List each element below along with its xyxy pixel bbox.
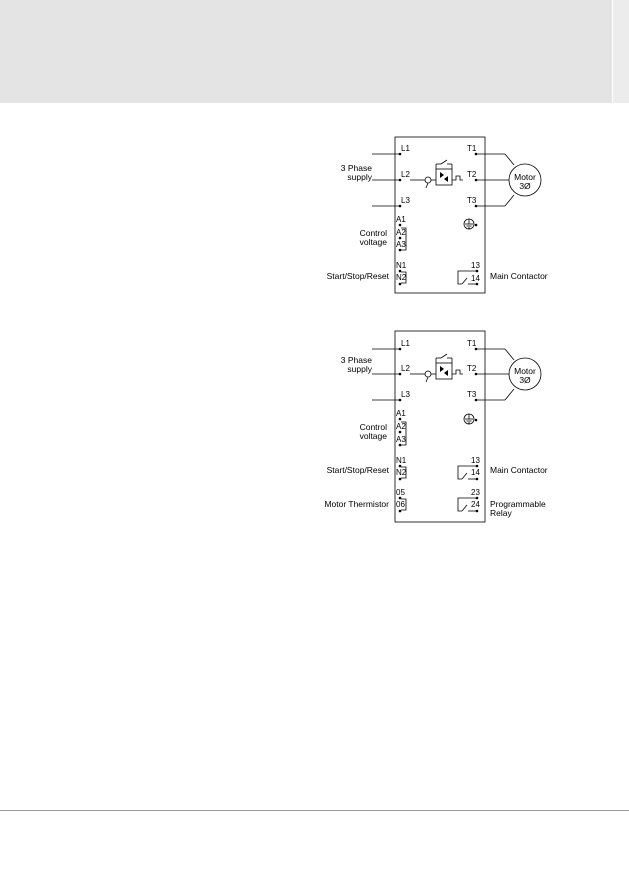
terminal-dot [475,179,478,182]
terminal-dot [399,510,402,513]
soft-start-symbol [410,354,463,382]
terminal-l3: L3 [401,196,410,205]
terminal-t2: T2 [467,364,477,373]
terminal-23: 23 [471,488,480,497]
terminal-14: 14 [471,468,480,477]
terminal-dot [475,153,478,156]
terminal-dot [399,179,402,182]
terminal-n1: N1 [396,261,407,270]
terminal-24: 24 [471,500,480,509]
motor-label-line2: 3Ø [519,181,531,191]
terminal-l1: L1 [401,144,410,153]
terminal-05: 05 [396,488,405,497]
diagram-2: L1 L2 L3 3 Phase supply T1 T2 [324,331,547,522]
terminal-dot [399,399,402,402]
terminal-dot [399,153,402,156]
terminal-dot [399,205,402,208]
main-contactor-label: Main Contactor [490,271,548,281]
terminal-dot [475,399,478,402]
terminal-n1: N1 [396,456,407,465]
terminal-t2: T2 [467,170,477,179]
terminal-dot [399,418,402,421]
terminal-dot [399,348,402,351]
terminal-l1: L1 [401,339,410,348]
terminal-t3: T3 [467,196,477,205]
terminal-t1: T1 [467,339,477,348]
terminal-t1: T1 [467,144,477,153]
terminal-dot [399,224,402,227]
diagram-1: L1 L2 L3 3 Phase supply T1 [327,137,548,293]
terminal-a3: A3 [396,435,406,444]
terminal-dot [475,205,478,208]
footer-divider [0,810,629,811]
terminal-n2: N2 [396,273,407,282]
terminal-dot [399,465,402,468]
earth-symbol [464,414,477,424]
terminal-n2: N2 [396,468,407,477]
main-contactor-label: Main Contactor [490,465,548,475]
terminal-a1: A1 [396,215,406,224]
terminal-a2: A2 [396,228,406,237]
supply-label-line2: supply [347,364,372,374]
start-stop-reset-label: Start/Stop/Reset [327,271,390,281]
terminal-dot [399,270,402,273]
terminal-a3: A3 [396,240,406,249]
motor-thermistor-label: Motor Thermistor [324,499,389,509]
terminal-dot [399,237,402,240]
terminal-l3: L3 [401,390,410,399]
programmable-relay-label-line2: Relay [490,508,512,518]
motor-label-line2: 3Ø [519,375,531,385]
terminal-dot [475,348,478,351]
terminal-a2: A2 [396,422,406,431]
terminal-dot [399,431,402,434]
terminal-dot [399,373,402,376]
terminal-t3: T3 [467,390,477,399]
supply-label-line2: supply [347,172,372,182]
control-label-line2: voltage [360,237,388,247]
terminal-dot [399,283,402,286]
terminal-dot [475,373,478,376]
terminal-13: 13 [471,261,480,270]
terminal-06: 06 [396,500,405,509]
control-label-line2: voltage [360,431,388,441]
terminal-13: 13 [471,456,480,465]
start-stop-reset-label: Start/Stop/Reset [327,465,390,475]
terminal-dot [399,478,402,481]
terminal-a1: A1 [396,409,406,418]
soft-start-symbol [410,160,463,188]
terminal-dot [399,497,402,500]
terminal-dot [399,249,402,252]
earth-symbol [464,219,477,229]
terminal-l2: L2 [401,364,410,373]
terminal-l2: L2 [401,170,410,179]
terminal-dot [399,444,402,447]
terminal-14: 14 [471,274,480,283]
